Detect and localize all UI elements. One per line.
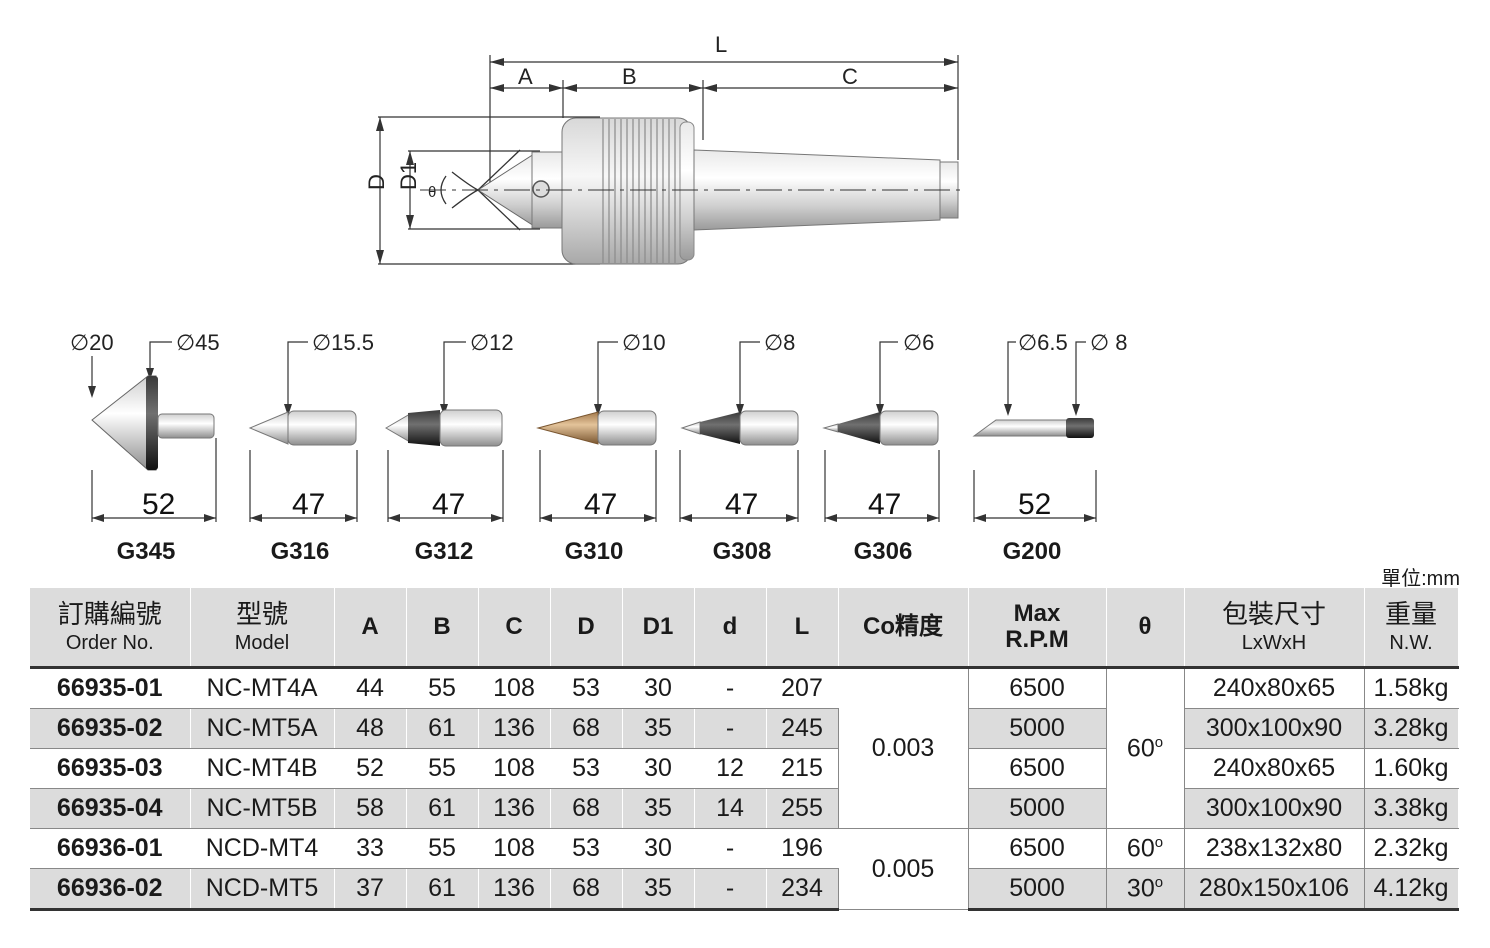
- table-row: 66935-02 NC-MT5A 48 61 136 68 35 - 245 5…: [30, 708, 1459, 749]
- len-g316: 47: [292, 488, 325, 521]
- header-dd: d: [694, 588, 767, 669]
- point-name-g345: G345: [116, 538, 176, 565]
- len-g306: 47: [868, 488, 901, 521]
- dim-C: C: [842, 64, 858, 89]
- theta-row-5: 60o: [1106, 828, 1185, 869]
- theta-group-1: 60o: [1105, 667, 1185, 829]
- header-c: C: [478, 588, 551, 669]
- dia-g306: ∅6: [903, 330, 934, 355]
- len-g308: 47: [725, 488, 758, 521]
- len-g312: 47: [432, 488, 465, 521]
- point-name-g308: G308: [712, 538, 772, 565]
- table-row: 66935-04 NC-MT5B 58 61 136 68 35 14 255 …: [30, 788, 1459, 829]
- header-b: B: [406, 588, 479, 669]
- dia-g345-b: ∅45: [176, 330, 220, 355]
- point-name-g200: G200: [1002, 538, 1062, 565]
- header-l: L: [766, 588, 839, 669]
- dia-g200-a: ∅6.5: [1018, 330, 1068, 355]
- dia-g345-a: ∅20: [70, 330, 114, 355]
- header-a: A: [334, 588, 407, 669]
- point-name-g312: G312: [414, 538, 474, 565]
- dim-D1: D1: [396, 162, 421, 190]
- len-g310: 47: [584, 488, 617, 521]
- header-theta: θ: [1106, 588, 1185, 669]
- dia-g200-b: ∅ 8: [1090, 330, 1128, 355]
- header-d: D: [550, 588, 623, 669]
- unit-label: 單位:mm: [1381, 568, 1460, 590]
- header-co: Co精度: [838, 588, 969, 669]
- table-row: 66935-03 NC-MT4B 52 55 108 53 30 12 215 …: [30, 748, 1459, 789]
- table-row: 66936-01 NCD-MT4 33 55 108 53 30 - 196 0…: [30, 828, 1459, 910]
- point-name-g306: G306: [853, 538, 913, 565]
- table-row: 66935-01 NC-MT4A 44 55 108 53 30 - 207 0…: [30, 667, 1459, 829]
- interchangeable-points: ∅20 ∅45 ∅15.5 ∅12 ∅10 ∅8 ∅6 ∅6.5 ∅ 8: [70, 330, 1128, 522]
- dia-g308: ∅8: [764, 330, 795, 355]
- dim-D: D: [364, 174, 389, 190]
- dia-g312: ∅12: [470, 330, 514, 355]
- header-d1: D1: [622, 588, 695, 669]
- len-g345: 52: [142, 488, 175, 521]
- dia-g310: ∅10: [622, 330, 666, 355]
- dim-B: B: [622, 64, 637, 89]
- live-center-drawing: L A B C D D1 θ: [364, 32, 960, 265]
- theta-row-6: 30o: [1106, 868, 1185, 911]
- dim-A: A: [518, 64, 533, 89]
- co-group-2: 0.005: [837, 828, 969, 910]
- co-group-1: 0.003: [837, 667, 969, 829]
- dim-theta: θ: [428, 184, 436, 201]
- dim-L: L: [715, 32, 727, 57]
- point-name-g310: G310: [564, 538, 624, 565]
- dia-g316: ∅15.5: [312, 330, 374, 355]
- point-name-g316: G316: [270, 538, 330, 565]
- len-g200: 52: [1018, 488, 1051, 521]
- table-row: 66936-02 NCD-MT5 37 61 136 68 35 - 234 5…: [30, 868, 1459, 911]
